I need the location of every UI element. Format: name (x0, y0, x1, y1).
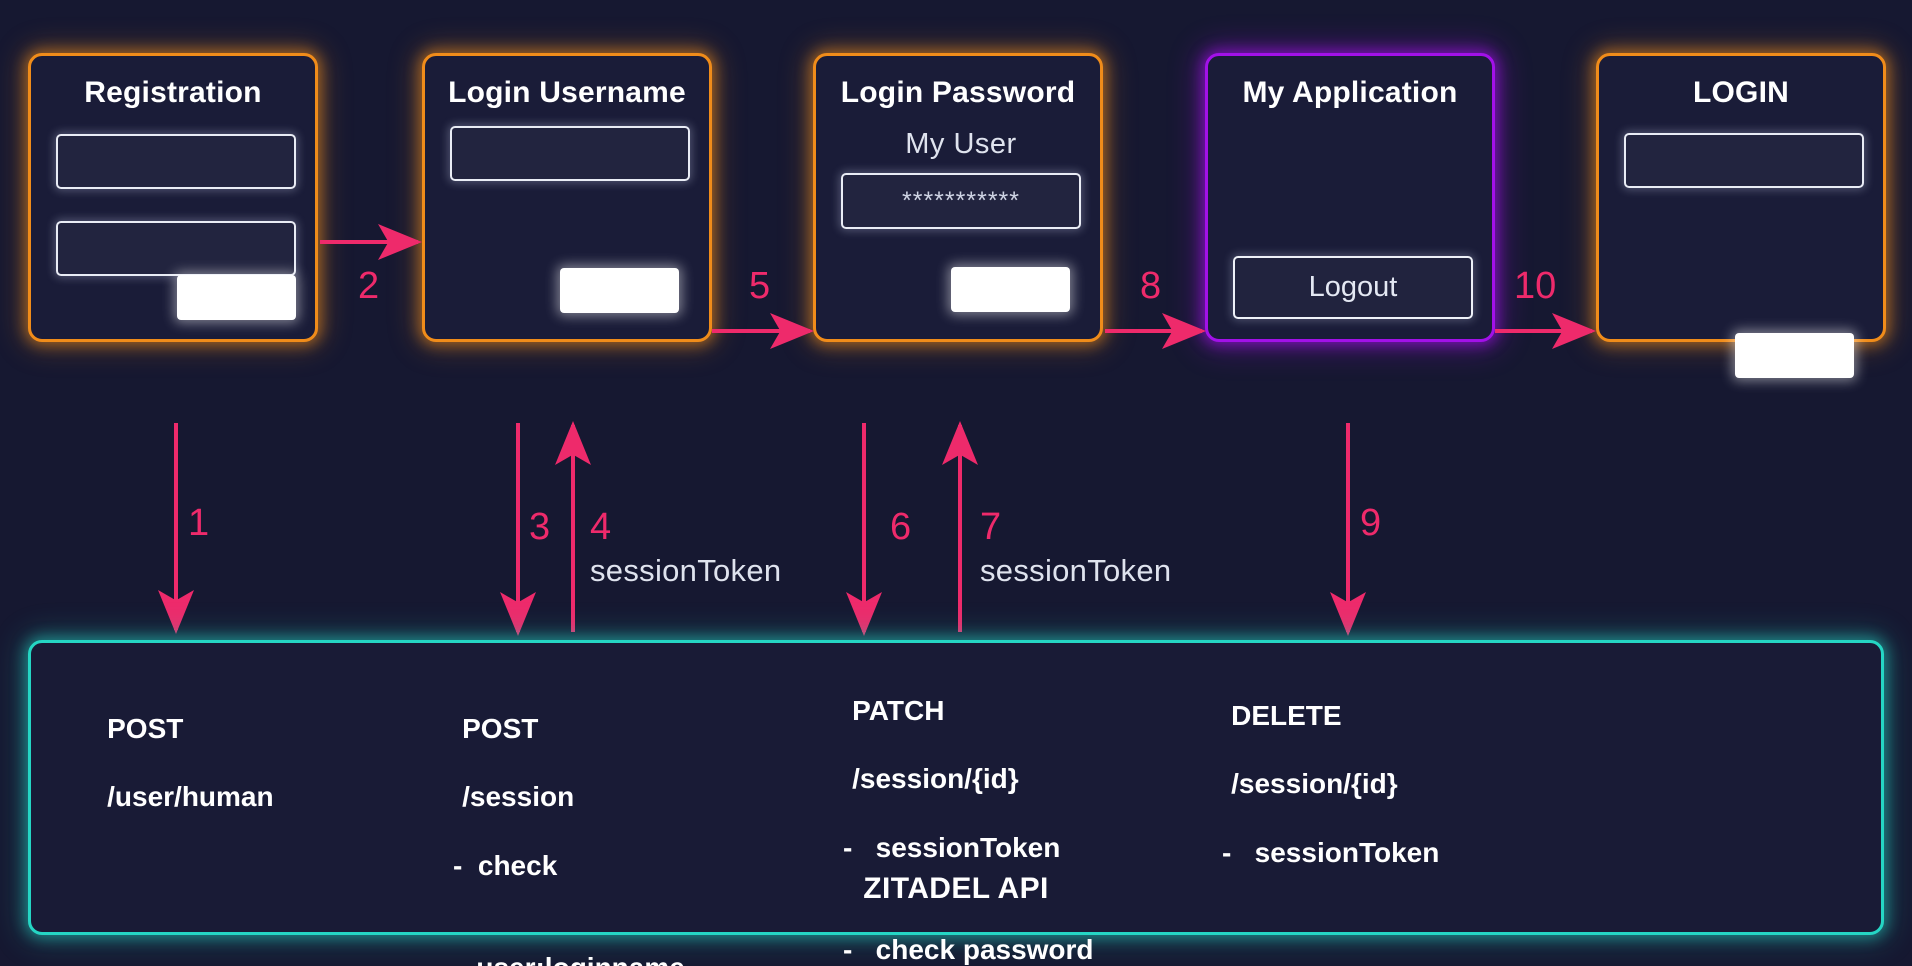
arrow-7-note: sessionToken (980, 553, 1172, 588)
card-login-password-title: Login Password (840, 76, 1076, 109)
login-password-field[interactable]: *********** (841, 173, 1081, 229)
api-path-patch-session: /session/{id} (852, 763, 1019, 795)
api-detail-patch-session-1: - sessionToken (843, 831, 1061, 863)
api-detail-delete-session-1: - sessionToken (1222, 836, 1440, 868)
api-detail-patch-session-2: - check password (843, 934, 1094, 966)
api-entry-post-user-human: POST /user/human (76, 678, 274, 849)
arrow-9-number: 9 (1360, 502, 1382, 544)
api-detail-post-session-2: user:loginname (431, 951, 685, 966)
registration-field-2[interactable] (56, 221, 296, 276)
api-path-delete-session: /session/{id} (1231, 768, 1398, 800)
api-detail-post-session-1: - check (453, 849, 558, 881)
card-login-title: LOGIN (1693, 76, 1789, 109)
zitadel-api-bar (28, 640, 1884, 935)
card-registration[interactable]: Registration (28, 53, 318, 342)
logout-button[interactable]: Logout (1233, 256, 1473, 319)
card-my-application-title: My Application (1242, 76, 1458, 109)
api-path-post-session: /session (462, 781, 575, 813)
card-login-password[interactable]: Login Password My User *********** (813, 53, 1103, 342)
api-method-post-session: POST (462, 713, 539, 745)
registration-field-1[interactable] (56, 134, 296, 189)
api-entry-patch-session: PATCH /session/{id} - sessionToken - che… (821, 660, 1094, 966)
arrow-5-number: 5 (749, 265, 771, 307)
arrow-2-number: 2 (358, 265, 380, 307)
api-path-post-user-human: /user/human (107, 781, 274, 813)
login-username-field[interactable] (450, 126, 690, 181)
api-entry-post-session: POST /session - check user:loginname (431, 678, 685, 966)
arrow-7-number: 7 (980, 506, 1002, 548)
login-password-user-label: My User (905, 127, 1017, 160)
login-field[interactable] (1624, 133, 1864, 188)
api-method-patch-session: PATCH (852, 695, 945, 727)
card-registration-title: Registration (84, 76, 262, 109)
registration-submit-button[interactable] (177, 275, 296, 320)
card-login[interactable]: LOGIN (1596, 53, 1886, 378)
login-username-submit-button[interactable] (560, 268, 679, 313)
card-login-username[interactable]: Login Username (422, 53, 712, 342)
arrow-4-note: sessionToken (590, 553, 782, 588)
api-method-delete-session: DELETE (1231, 700, 1342, 732)
login-submit-button[interactable] (1735, 333, 1854, 378)
zitadel-api-label: ZITADEL API (863, 872, 1049, 905)
card-login-username-title: Login Username (448, 76, 686, 109)
arrow-8-number: 8 (1140, 265, 1162, 307)
arrow-4-number: 4 (590, 506, 612, 548)
arrow-3-number: 3 (529, 506, 551, 548)
api-method-post-user-human: POST (107, 713, 184, 745)
arrow-10-number: 10 (1514, 265, 1557, 307)
arrow-1-number: 1 (188, 502, 210, 544)
card-my-application[interactable]: My Application Logout (1205, 53, 1495, 342)
api-entry-delete-session: DELETE /session/{id} - sessionToken (1200, 665, 1439, 938)
arrow-6-number: 6 (890, 506, 912, 548)
login-password-submit-button[interactable] (951, 267, 1070, 312)
